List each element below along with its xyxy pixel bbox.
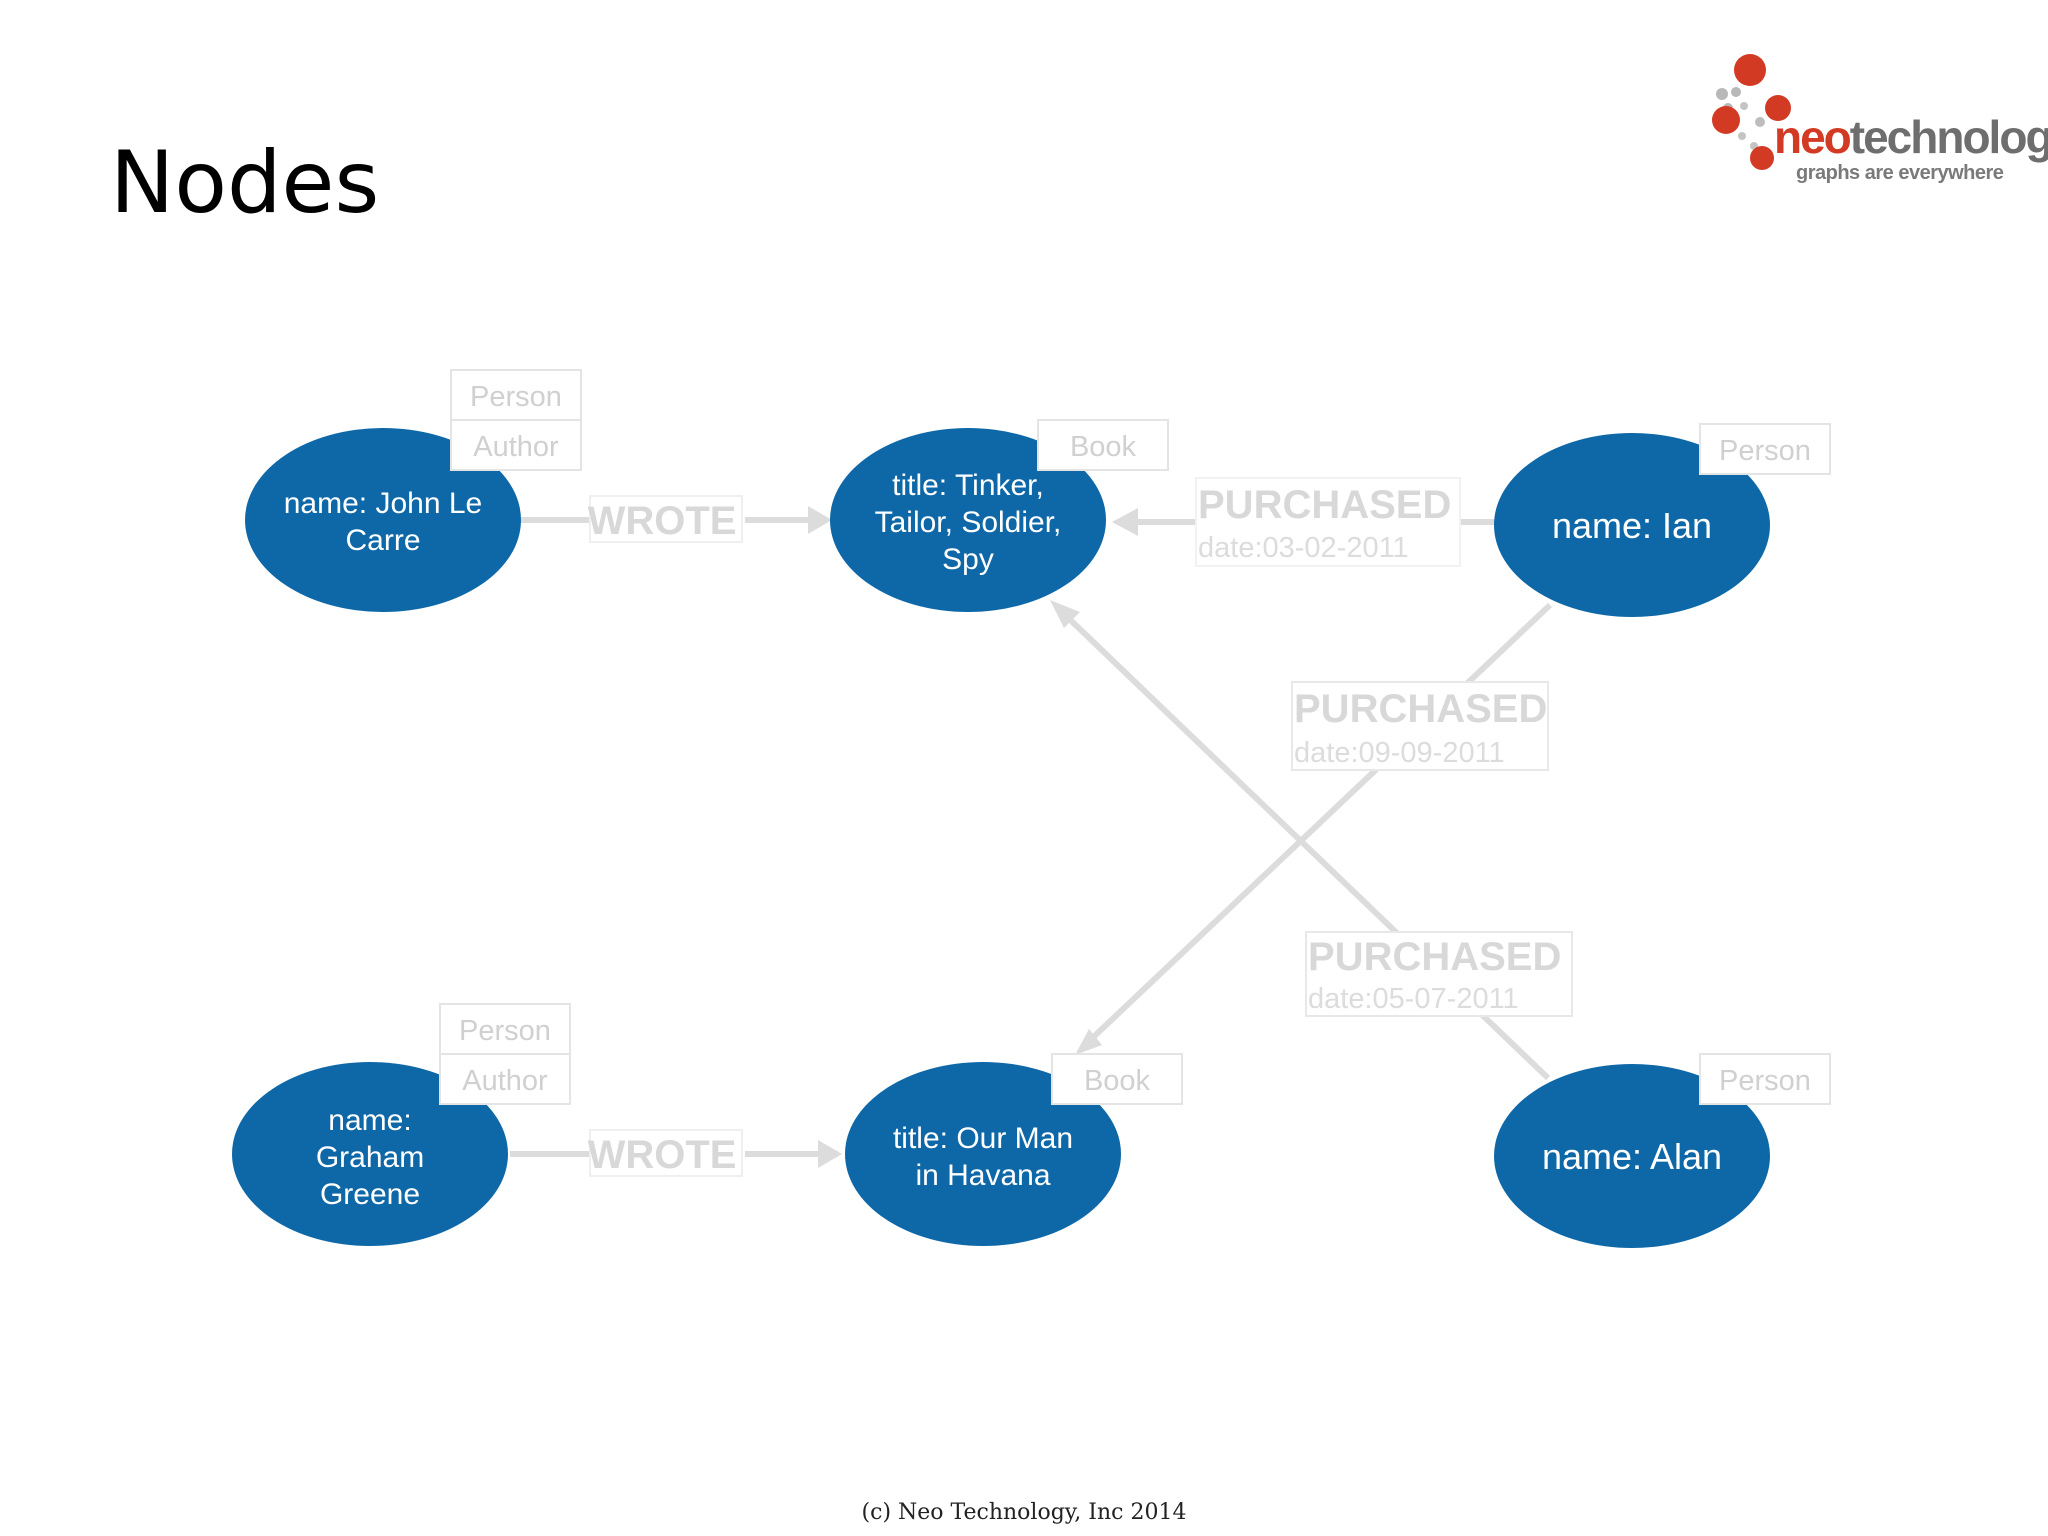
node-property-line: Tailor, Soldier,	[875, 506, 1062, 539]
relationship-type: PURCHASED	[1294, 687, 1547, 731]
relationship-label-box	[1305, 931, 1573, 1017]
arrow-head-icon	[1075, 1029, 1102, 1055]
relationship-label-box	[589, 1129, 743, 1177]
node-label-box	[450, 419, 582, 471]
node-property-line: Carre	[345, 524, 420, 557]
node-label: Author	[462, 1065, 548, 1097]
node-label-box	[1051, 1053, 1183, 1105]
relationship-property: date:05-07-2011	[1308, 983, 1519, 1015]
relationship-type: WROTE	[588, 499, 737, 543]
node-shape	[245, 428, 521, 612]
node-ian[interactable]: name: Ian Person	[1494, 423, 1831, 617]
logo-technology-text: technology	[1849, 111, 2048, 163]
arrow-head-icon	[1050, 600, 1080, 628]
purchased-label-03-02: PURCHASED date:03-02-2011	[1195, 477, 1461, 567]
purchased-label-05-07: PURCHASED date:05-07-2011	[1305, 931, 1573, 1017]
node-property-line: name: Ian	[1552, 505, 1712, 546]
arrow-head-icon	[1112, 508, 1138, 536]
relationship-graham-wrote: WROTE	[510, 1129, 842, 1177]
node-tinker-tailor-soldier-spy[interactable]: title: Tinker, Tailor, Soldier, Spy Book	[830, 419, 1169, 612]
node-shape	[232, 1062, 508, 1246]
node-property-line: Greene	[320, 1178, 420, 1211]
node-shape	[845, 1062, 1121, 1246]
node-property-line: Graham	[316, 1141, 424, 1174]
node-label-box	[450, 369, 582, 421]
node-label: Author	[473, 431, 559, 463]
node-shape	[1494, 1064, 1770, 1248]
relationship-property: date:03-02-2011	[1198, 532, 1409, 564]
relationship-label-box	[589, 495, 743, 543]
node-label: Person	[459, 1015, 551, 1047]
node-shape	[830, 428, 1106, 612]
relationship-label-box	[1291, 681, 1549, 771]
arrow-head-icon	[808, 506, 832, 534]
node-label-box	[1037, 419, 1169, 471]
node-label: Person	[470, 381, 562, 413]
node-property-line: title: Tinker,	[892, 469, 1044, 502]
node-our-man-in-havana[interactable]: title: Our Man in Havana Book	[845, 1053, 1183, 1246]
node-property-line: name: John Le	[284, 487, 482, 520]
relationship-type: PURCHASED	[1198, 483, 1451, 527]
node-label-box	[439, 1003, 571, 1055]
node-graham-greene[interactable]: name: Graham Greene Person Author	[232, 1003, 571, 1246]
edge-line	[1082, 602, 1553, 1048]
purchased-label-09-09: PURCHASED date:09-09-2011	[1291, 681, 1549, 771]
logo-neo-text: neo	[1774, 111, 1852, 163]
neo-technology-logo: neotechnology graphs are everywhere	[1700, 40, 2048, 200]
node-property-line: name: Alan	[1542, 1136, 1722, 1177]
node-label-box	[1699, 423, 1831, 475]
node-john-le-carre[interactable]: name: John Le Carre Person Author	[245, 369, 582, 612]
logo-wordmark: neotechnology	[1774, 114, 2048, 160]
node-property-line: title: Our Man	[893, 1122, 1073, 1155]
node-label-box	[1699, 1053, 1831, 1105]
node-property-line: in Havana	[915, 1159, 1050, 1192]
arrow-head-icon	[818, 1140, 842, 1168]
slide-title: Nodes	[110, 133, 380, 233]
relationship-ian-havana	[1075, 602, 1553, 1055]
node-label: Book	[1070, 431, 1137, 463]
node-label-box	[439, 1053, 571, 1105]
relationship-label-box	[1195, 477, 1461, 567]
relationship-type: WROTE	[588, 1133, 737, 1177]
logo-tagline: graphs are everywhere	[1796, 162, 2004, 184]
slide-footer: (c) Neo Technology, Inc 2014	[861, 1500, 1187, 1525]
node-label: Person	[1719, 435, 1811, 467]
relationship-property: date:09-09-2011	[1294, 737, 1505, 769]
relationship-john-wrote: WROTE	[520, 495, 832, 543]
logo-dots-icon	[1712, 54, 1791, 170]
node-property-line: name:	[328, 1104, 411, 1137]
node-shape	[1494, 433, 1770, 617]
relationship-type: PURCHASED	[1308, 935, 1561, 979]
node-property-line: Spy	[942, 543, 994, 576]
node-alan[interactable]: name: Alan Person	[1494, 1053, 1831, 1248]
node-label: Book	[1084, 1065, 1151, 1097]
node-label: Person	[1719, 1065, 1811, 1097]
